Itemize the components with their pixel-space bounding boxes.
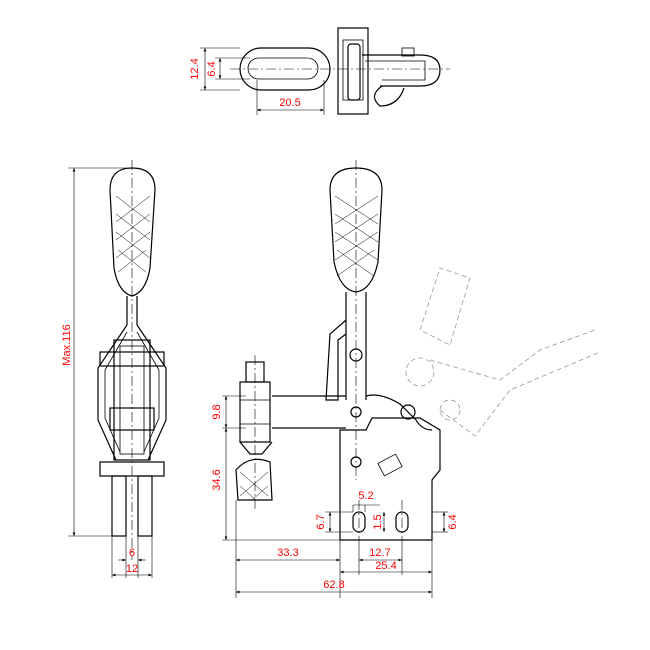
top-handle-slot [247, 57, 319, 80]
dim-base-right: 6.4 [447, 514, 459, 529]
top-mount-block [337, 27, 369, 115]
top-pivot-pin [347, 43, 361, 101]
top-u-bar-inner [365, 60, 426, 81]
dim-slot-offset: 1.5 [372, 514, 384, 529]
ghost-handle [419, 267, 471, 346]
ghost-pivot [439, 399, 461, 421]
dim-top-length: 20.5 [279, 97, 300, 109]
spindle-rubber-tip [235, 458, 273, 501]
dim-overall-length: 62.8 [323, 579, 344, 591]
front-view: Max.116 6 12 [61, 160, 167, 578]
side-pivot-middle [350, 406, 362, 418]
dim-arm-reach: 33.3 [277, 547, 298, 559]
dim-base-length: 25.4 [375, 560, 396, 572]
dim-top-slot: 6.4 [206, 61, 218, 76]
side-pivot-lower [350, 456, 362, 468]
dim-slot-height: 6.7 [315, 514, 327, 529]
front-handle-grip [109, 167, 156, 297]
side-pivot-upper [349, 348, 363, 362]
side-arm-bar [272, 395, 346, 429]
side-stop-block [377, 453, 403, 477]
side-arm-link [365, 394, 433, 431]
dim-hole-spacing: 12.7 [369, 547, 390, 559]
dim-front-inner: 6 [129, 547, 135, 559]
dim-front-outer: 12 [126, 563, 138, 575]
dim-top-height: 12.4 [189, 58, 201, 79]
side-view: 9.8 34.6 6.7 5.2 1.5 6.4 33.3 12.7 25.4 [211, 160, 601, 598]
dim-spindle-offset: 9.8 [211, 404, 223, 419]
dim-slot-width: 5.2 [358, 490, 373, 502]
front-base-leg-right [137, 475, 153, 537]
ghost-arm [429, 329, 601, 437]
dim-spindle-height: 34.6 [211, 469, 223, 490]
top-round-end [373, 85, 405, 107]
spindle-tip-hatch [239, 471, 269, 501]
side-handle-grip [329, 167, 383, 293]
dim-max-height: Max.116 [61, 324, 73, 365]
top-u-bar [362, 54, 441, 87]
top-view: 12.4 6.4 20.5 [189, 27, 450, 115]
front-linkage-inner [104, 331, 160, 453]
front-linkage-outer [97, 324, 167, 461]
front-grip-hatch [115, 195, 151, 273]
spindle-neck [239, 441, 273, 455]
side-grip-hatch [334, 195, 379, 277]
top-cap [401, 47, 415, 57]
side-pivot-arm [400, 404, 416, 420]
side-body [339, 417, 441, 541]
ghost-pivot [405, 357, 435, 387]
side-lever-shaft [345, 292, 367, 400]
side-hook-link [325, 319, 347, 401]
front-base-leg-left [111, 475, 127, 537]
